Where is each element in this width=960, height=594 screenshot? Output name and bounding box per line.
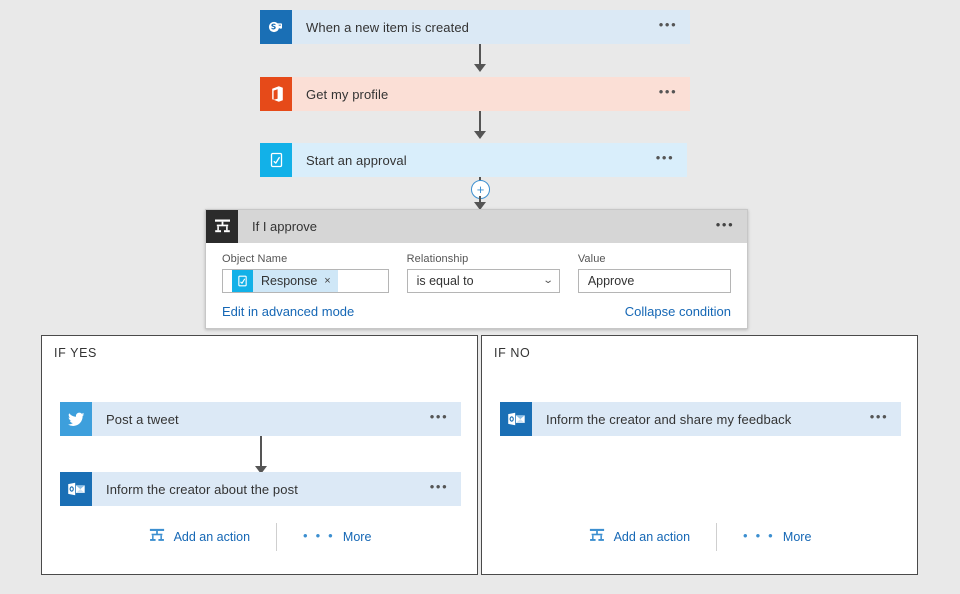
connector-arrow (474, 202, 486, 210)
condition-fields: Object Name Response × (222, 253, 732, 293)
object-name-field: Object Name Response × (222, 253, 389, 293)
flow-step-overflow-button[interactable]: ••• (655, 150, 675, 165)
condition-body: Object Name Response × (206, 243, 747, 328)
add-an-action-label: Add an action (173, 530, 251, 544)
flow-step-card-start-an-approval[interactable]: Start an approval ••• (260, 143, 687, 177)
sharepoint-icon (260, 10, 292, 44)
branch-if-no-label: IF NO (494, 346, 531, 360)
flow-step-title: Inform the creator about the post (106, 481, 298, 497)
value-label: Value (577, 253, 606, 265)
flow-step-title: Start an approval (306, 152, 407, 168)
chevron-down-icon: ⌄ (542, 275, 555, 286)
close-icon[interactable]: × (324, 275, 331, 287)
edit-advanced-mode-link[interactable]: Edit in advanced mode (222, 304, 355, 319)
footer-divider (716, 523, 718, 551)
connector-line (479, 196, 481, 204)
outlook-icon (60, 472, 92, 506)
add-an-action-label: Add an action (613, 530, 691, 544)
branch-if-no-footer: Add an action • • • More (482, 523, 917, 551)
flow-step-title: Inform the creator and share my feedback (546, 411, 792, 427)
flow-step-overflow-button[interactable]: ••• (658, 17, 678, 32)
condition-links: Edit in advanced mode Collapse condition (222, 304, 731, 319)
flow-step-card-inform-creator-feedback[interactable]: Inform the creator and share my feedback… (500, 402, 901, 436)
branch-if-yes-footer: Add an action • • • More (42, 523, 477, 551)
flow-step-overflow-button[interactable]: ••• (869, 409, 889, 424)
outlook-icon (500, 402, 532, 436)
connector-arrow (474, 131, 486, 139)
office365-icon (260, 77, 292, 111)
flow-step-overflow-button[interactable]: ••• (429, 479, 449, 494)
more-label: More (782, 530, 812, 544)
condition-card-header[interactable]: If I approve ••• (206, 210, 747, 243)
relationship-label: Relationship (406, 253, 469, 265)
flow-step-card-post-a-tweet[interactable]: Post a tweet ••• (60, 402, 461, 436)
condition-title: If I approve (252, 219, 318, 234)
response-token[interactable]: Response × (232, 270, 338, 292)
add-an-action-button[interactable]: Add an action (122, 527, 276, 547)
value-input[interactable]: Approve (577, 269, 732, 293)
more-label: More (342, 530, 372, 544)
flow-step-title: Post a tweet (106, 411, 179, 427)
twitter-icon (60, 402, 92, 436)
condition-card: If I approve ••• Object Name (205, 209, 748, 329)
add-an-action-button[interactable]: Add an action (562, 527, 716, 547)
connector-arrow (474, 64, 486, 72)
relationship-select[interactable]: is equal to ⌄ (406, 269, 560, 293)
more-button[interactable]: • • • More (277, 528, 397, 546)
relationship-selected-value: is equal to (416, 274, 474, 288)
flow-step-overflow-button[interactable]: ••• (429, 409, 449, 424)
more-button[interactable]: • • • More (717, 528, 837, 546)
approvals-icon (260, 143, 292, 177)
add-branch-icon (588, 527, 606, 547)
object-name-input[interactable]: Response × (222, 269, 389, 293)
condition-overflow-button[interactable]: ••• (715, 216, 735, 232)
add-branch-icon (148, 527, 166, 547)
branch-if-no: IF NO Inform the creator and share my fe… (481, 335, 918, 575)
collapse-condition-link[interactable]: Collapse condition (624, 304, 731, 319)
connector-arrow (255, 466, 267, 474)
footer-divider (276, 523, 278, 551)
flow-step-card-get-my-profile[interactable]: Get my profile ••• (260, 77, 690, 111)
value-field: Value Approve (577, 253, 732, 293)
relationship-field: Relationship is equal to ⌄ (406, 253, 560, 293)
flow-step-card-trigger[interactable]: When a new item is created ••• (260, 10, 690, 44)
condition-branch-icon (206, 210, 238, 243)
flow-step-overflow-button[interactable]: ••• (658, 84, 678, 99)
more-dots-icon: • • • (743, 528, 775, 543)
approvals-icon (232, 270, 253, 292)
flow-step-title: When a new item is created (306, 19, 470, 35)
connector-line (479, 44, 481, 66)
branch-if-yes-label: IF YES (54, 346, 97, 360)
response-token-label: Response (261, 274, 318, 288)
flow-step-title: Get my profile (306, 86, 389, 102)
branch-if-yes: IF YES Post a tweet ••• (41, 335, 478, 575)
flow-step-card-inform-creator-post[interactable]: Inform the creator about the post ••• (60, 472, 461, 506)
more-dots-icon: • • • (303, 528, 335, 543)
connector-line (479, 111, 481, 133)
object-name-label: Object Name (222, 253, 288, 265)
connector-line (260, 436, 262, 469)
